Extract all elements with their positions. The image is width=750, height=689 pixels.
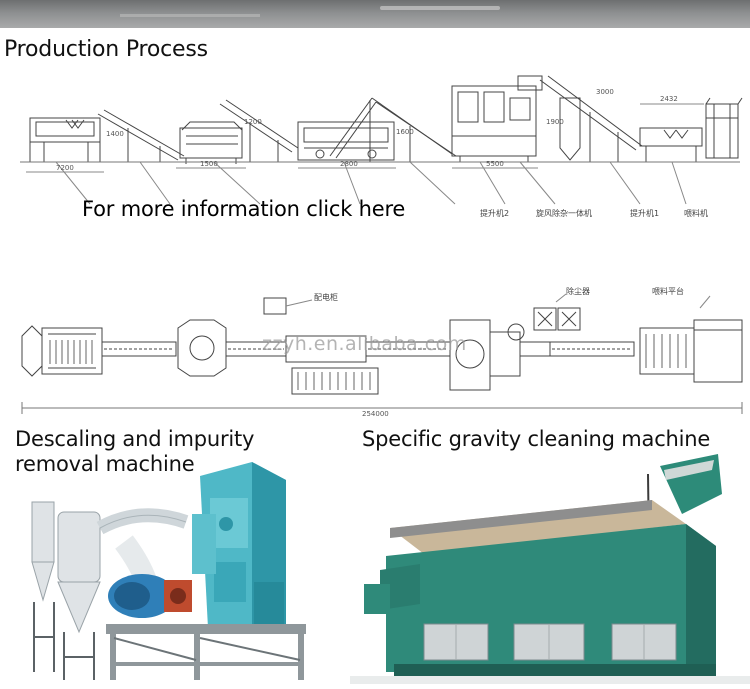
descaling-machine-photo [31,462,306,680]
dim-label: 1400 [106,130,124,138]
dim-label: 2432 [660,95,678,103]
dim-label: 5500 [486,160,504,168]
dim-label: 1900 [546,118,564,126]
part-label-elevator-1: 提升机1 [630,208,659,218]
page-title: Production Process [4,37,208,62]
production-line-side-view-drawing: 7200 1400 1500 1200 2800 1600 5500 2432 … [20,75,743,218]
dim-label: 1500 [200,160,218,168]
top-strip-detail [120,14,260,17]
part-label-control-cabinet: 配电柜 [314,292,338,302]
dim-label: 7200 [56,164,74,172]
production-line-plan-view-drawing: 配电柜 除尘器 喂料平台 254000 [21,286,743,418]
gravity-cleaning-machine-photo [350,454,750,684]
part-label-feeding-platform: 喂料平台 [652,286,684,296]
dim-label: 1600 [396,128,414,136]
caption-line: Descaling and impurity [15,427,255,451]
more-information-link[interactable]: For more information click here [82,197,406,221]
caption-line: removal machine [15,452,195,476]
caption-descaling-machine: Descaling and impurity removal machine [15,427,315,477]
part-label-elevator-2: 提升机2 [480,208,509,218]
part-label-cyclone-combined: 旋风除杂一体机 [536,208,592,218]
dim-label: 2800 [340,160,358,168]
part-label-dust-collector: 除尘器 [566,286,590,296]
part-label-feeder: 喂料机 [684,208,708,218]
total-length-dimension: 254000 [362,410,389,418]
caption-gravity-cleaning-machine: Specific gravity cleaning machine [362,427,711,451]
top-strip-detail [380,6,500,10]
watermark: zzyh.en.alibaba.com [262,333,467,355]
dim-label: 1200 [244,118,262,126]
top-photo-strip [0,0,750,28]
dim-label: 3000 [596,88,614,96]
